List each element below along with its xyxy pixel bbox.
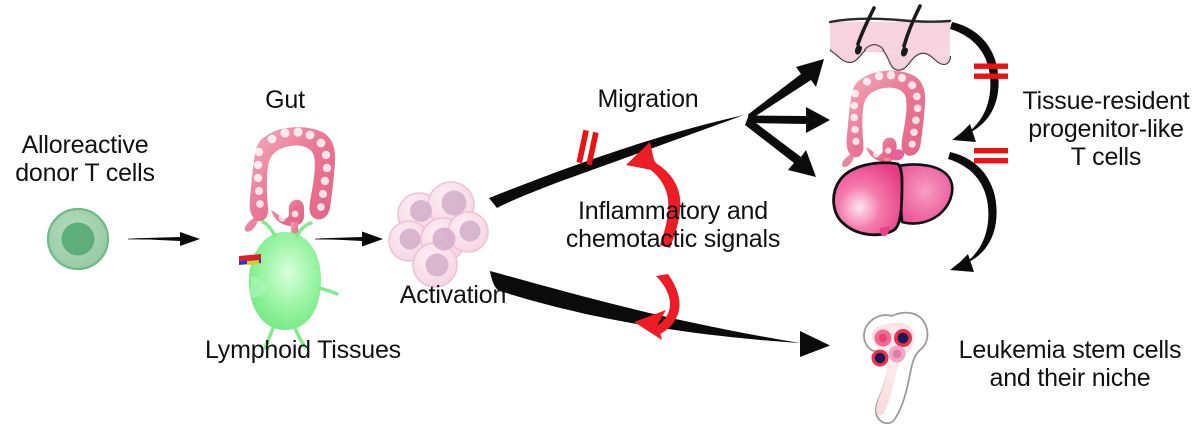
arrow-gut-to-activation bbox=[315, 231, 383, 247]
arrow-gut-to-liver-resident bbox=[948, 152, 997, 272]
label-alloreactive-donor-t-cells: Alloreactive donor T cells bbox=[15, 131, 155, 187]
label-inflammatory-chemotactic-signals: Inflammatory and chemotactic signals bbox=[565, 197, 781, 253]
double-slash-block-icon-skin-gut bbox=[974, 63, 1008, 79]
arrow-migration-to-gut bbox=[748, 107, 830, 133]
lymph-node-icon bbox=[239, 220, 339, 350]
label-migration: Migration bbox=[597, 85, 699, 113]
arrow-migration-to-skin bbox=[748, 59, 824, 119]
bone-marrow-icon bbox=[863, 311, 929, 424]
label-lymphoid-tissues: Lymphoid Tissues bbox=[205, 336, 401, 364]
skin-cross-section-icon bbox=[828, 4, 952, 71]
arrow-signals-up bbox=[626, 142, 681, 248]
arrow-signals-down bbox=[634, 274, 680, 340]
double-slash-block-icon-migration bbox=[576, 129, 599, 166]
label-gut: Gut bbox=[265, 86, 305, 114]
arrow-skin-to-gut-resident bbox=[950, 22, 999, 142]
activated-t-cell-cluster-icon bbox=[388, 181, 489, 288]
arrow-activation-to-bone-marrow bbox=[490, 271, 830, 357]
arrow-tcell-to-gut bbox=[128, 232, 200, 246]
double-slash-block-icon-gut-liver bbox=[974, 148, 1008, 164]
arrow-migration-to-liver bbox=[745, 117, 816, 177]
label-leukemia-stem-cells-and-their-niche: Leukemia stem cells and their niche bbox=[958, 336, 1182, 392]
label-tissue-resident-progenitor-like-t-cells: Tissue-resident progenitor-like T cells bbox=[1022, 87, 1190, 171]
t-cell-icon bbox=[46, 207, 110, 271]
colon-icon bbox=[244, 127, 336, 262]
lymph-node-marker-icon bbox=[239, 254, 261, 265]
liver-icon bbox=[832, 149, 954, 237]
arrow-activation-to-migration bbox=[489, 115, 744, 208]
label-activation: Activation bbox=[399, 281, 507, 309]
